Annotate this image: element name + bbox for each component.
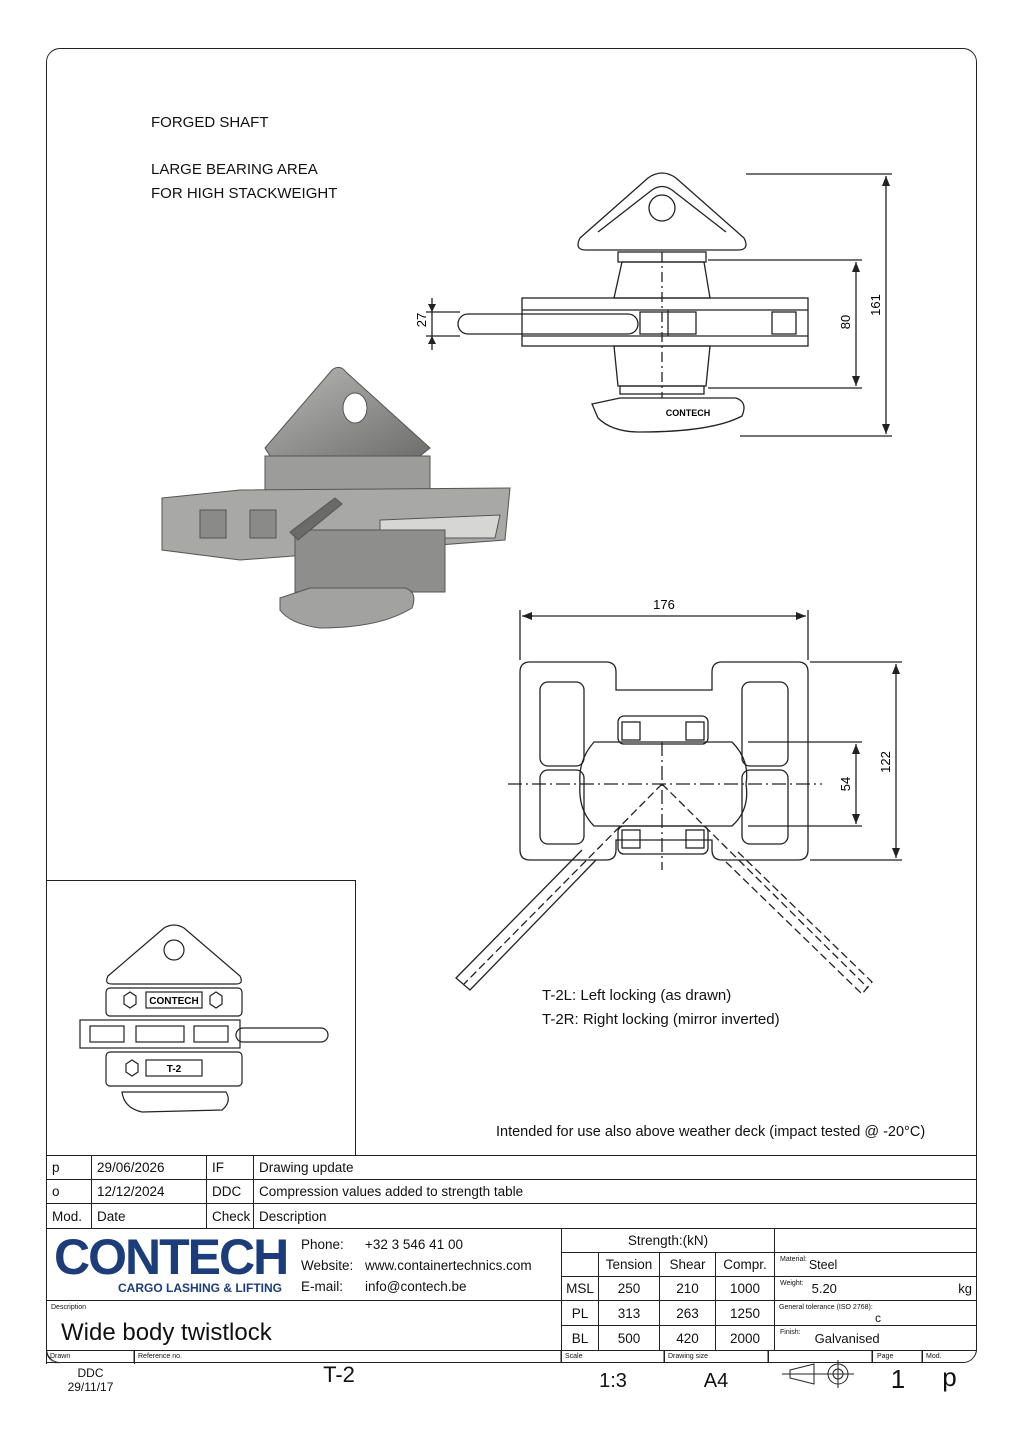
body-lower: [613, 345, 711, 387]
scale-value: 1:3: [599, 1370, 627, 1392]
email-value[interactable]: info@contech.be: [365, 1279, 467, 1294]
weight-value: 5.20: [811, 1281, 837, 1296]
dim-54: 54: [838, 777, 853, 791]
bottom-cone: [591, 397, 745, 433]
weight-label: Weight:: [780, 1280, 804, 1287]
note-weather-deck: Intended for use also above weather deck…: [496, 1124, 926, 1140]
dim-27: 27: [414, 313, 429, 327]
tolerance-value: c: [875, 1311, 881, 1325]
tolerance-label: General tolerance (ISO 2768):: [779, 1304, 873, 1311]
twistlock-render: [161, 366, 511, 629]
dim-176: 176: [653, 597, 675, 612]
side-brand-label: CONTECH: [666, 408, 711, 418]
note-right-locking: T-2R: Right locking (mirror inverted): [542, 1011, 780, 1028]
scale-label: Scale: [565, 1353, 583, 1360]
description-label: Description: [51, 1304, 87, 1311]
page-value: 1: [890, 1364, 906, 1394]
size-label: Drawing size: [668, 1353, 709, 1360]
email-label: E-mail:: [301, 1279, 344, 1294]
top-body: [579, 741, 748, 827]
page-label: Page: [877, 1353, 894, 1360]
website-label: Website:: [301, 1258, 354, 1273]
material-label: Material:: [780, 1256, 807, 1263]
dim-161: 161: [868, 294, 883, 316]
material-value: Steel: [808, 1257, 838, 1272]
note-forged-shaft: FORGED SHAFT: [151, 114, 269, 131]
reference-label: Reference no.: [138, 1353, 182, 1360]
description-value: Wide body twistlock: [61, 1319, 272, 1346]
company-contacts: Phone: +32 3 546 41 00 Website: www.contai…: [301, 1234, 532, 1297]
size-value: A4: [703, 1370, 729, 1392]
finish-cell: Finish: Galvanised: [774, 1325, 977, 1351]
head-triangle: [577, 172, 747, 251]
drawing-frame: [46, 48, 977, 1363]
projection-symbol-icon: [782, 1360, 854, 1388]
phone-label: Phone:: [301, 1237, 344, 1252]
dim-80: 80: [838, 315, 853, 329]
thumbnail-model: T-2: [167, 1064, 182, 1075]
handle-right: [725, 851, 873, 995]
top-plate-outline: [519, 661, 809, 861]
weight-unit: kg: [958, 1281, 972, 1296]
front-view-thumbnail: CONTECH T-2: [79, 924, 329, 1113]
weight-cell: Weight: 5.20 kg: [774, 1276, 977, 1301]
head-hole: [648, 194, 676, 222]
drawn-date: 29/11/17: [67, 1380, 114, 1394]
lock-handle: [457, 313, 639, 335]
company-logo: CONTECH: [54, 1229, 289, 1285]
note-bearing-area: LARGE BEARING AREA: [151, 161, 318, 178]
company-tagline: CARGO LASHING & LIFTING: [118, 1281, 282, 1295]
website-value[interactable]: www.containertechnics.com: [365, 1258, 532, 1273]
finish-label: Finish:: [780, 1329, 801, 1336]
note-left-locking: T-2L: Left locking (as drawn): [542, 987, 732, 1004]
dim-122: 122: [878, 751, 893, 773]
thumbnail-box: [46, 880, 356, 1155]
mod-value: p: [942, 1362, 957, 1392]
handle-left: [455, 849, 597, 991]
phone-value: +32 3 546 41 00: [365, 1237, 463, 1252]
drawn-label: Drawn: [50, 1353, 71, 1360]
thumbnail-brand: CONTECH: [149, 996, 198, 1007]
mod-label: Mod.: [926, 1353, 942, 1360]
finish-value: Galvanised: [814, 1330, 880, 1346]
reference-value: T-2: [323, 1362, 355, 1387]
note-stackweight: FOR HIGH STACKWEIGHT: [151, 185, 338, 202]
drawn-by: DDC: [77, 1366, 104, 1380]
